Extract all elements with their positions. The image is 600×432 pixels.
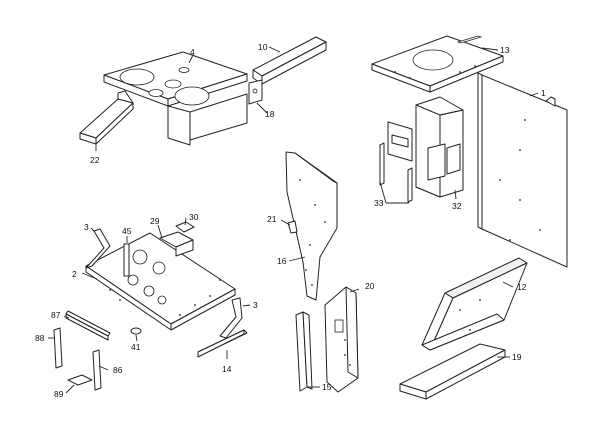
part-21-clip — [287, 220, 298, 234]
mounting-hole-dot — [479, 299, 481, 301]
callout-1: 1 — [541, 88, 546, 98]
callout-16: 16 — [277, 256, 287, 266]
part-20-panel — [324, 286, 359, 393]
part-3-right-bracket — [219, 297, 243, 339]
callout-10: 10 — [258, 42, 268, 52]
callout-3-left: 3 — [84, 222, 89, 232]
mounting-hole-dot — [305, 269, 307, 271]
callout-12: 12 — [517, 282, 527, 292]
mounting-hole-dot — [219, 279, 221, 281]
part-33-brackets — [379, 142, 413, 203]
callout-15: 15 — [322, 382, 332, 392]
mounting-hole-dot — [409, 77, 411, 79]
part-88-bracket — [53, 327, 63, 369]
mounting-hole-dot — [394, 71, 396, 73]
mounting-hole-dot — [539, 229, 541, 231]
mounting-hole-dot — [469, 329, 471, 331]
part-19-pan — [399, 343, 506, 400]
mounting-hole-dot — [524, 119, 526, 121]
callout-numbers: 1 2 3 3 4 10 12 13 14 15 16 18 19 20 21 … — [35, 42, 546, 399]
mounting-hole-dot — [119, 299, 121, 301]
mounting-hole-dot — [344, 354, 346, 356]
mounting-hole-dot — [194, 304, 196, 306]
callout-30: 30 — [189, 212, 199, 222]
mounting-hole-dot — [311, 284, 313, 286]
mounting-hole-dot — [519, 199, 521, 201]
callout-19: 19 — [512, 352, 522, 362]
mounting-hole-dot — [499, 179, 501, 181]
part-87-bar — [65, 310, 111, 341]
mounting-hole-dot — [179, 314, 181, 316]
part-45-post — [123, 243, 130, 277]
part-89-bracket — [67, 374, 93, 386]
part-14-rail — [197, 329, 248, 358]
mounting-hole-dot — [314, 204, 316, 206]
callout-33: 33 — [374, 198, 384, 208]
mounting-hole-dot — [519, 149, 521, 151]
part-32-frame — [387, 96, 464, 198]
mounting-hole-dot — [509, 239, 511, 241]
mounting-hole-dot — [344, 339, 346, 341]
callout-41: 41 — [131, 342, 141, 352]
callout-13: 13 — [500, 45, 510, 55]
part-29-bracket — [159, 231, 194, 257]
mounting-hole-dot — [109, 289, 111, 291]
part-18-plate — [248, 79, 263, 105]
callout-87: 87 — [51, 310, 61, 320]
part-22-bracket — [79, 90, 134, 145]
mounting-hole-dot — [459, 71, 461, 73]
callout-4: 4 — [190, 47, 195, 57]
part-3-left-bracket — [85, 228, 111, 269]
callout-21: 21 — [267, 214, 277, 224]
mounting-hole-dot — [309, 244, 311, 246]
mounting-hole-dot — [459, 309, 461, 311]
part-30-bracket — [175, 221, 195, 233]
part-12-tray — [421, 257, 528, 351]
callout-86: 86 — [113, 365, 123, 375]
part-86-bracket — [92, 349, 102, 391]
callout-89: 89 — [54, 389, 64, 399]
mounting-hole-dot — [474, 65, 476, 67]
callout-32: 32 — [452, 201, 462, 211]
callout-14: 14 — [222, 364, 232, 374]
mounting-hole-dot — [349, 364, 351, 366]
leader-lines — [48, 46, 539, 394]
mounting-hole-dot — [324, 221, 326, 223]
part-4-top-panel — [103, 51, 248, 146]
callout-3-right: 3 — [253, 300, 258, 310]
callout-18: 18 — [265, 109, 275, 119]
mounting-hole-dot — [299, 179, 301, 181]
callout-45: 45 — [122, 226, 132, 236]
part-15-post — [295, 311, 313, 392]
callout-2: 2 — [72, 269, 77, 279]
part-41-washer — [130, 327, 142, 335]
part-13-top-panel — [371, 35, 504, 93]
mounting-hole-dot — [209, 295, 211, 297]
callout-20: 20 — [365, 281, 375, 291]
callout-22: 22 — [90, 155, 100, 165]
part-2-base-plate — [85, 232, 236, 331]
part-1-side-panel — [477, 72, 568, 268]
callout-29: 29 — [150, 216, 160, 226]
callout-88: 88 — [35, 333, 45, 343]
